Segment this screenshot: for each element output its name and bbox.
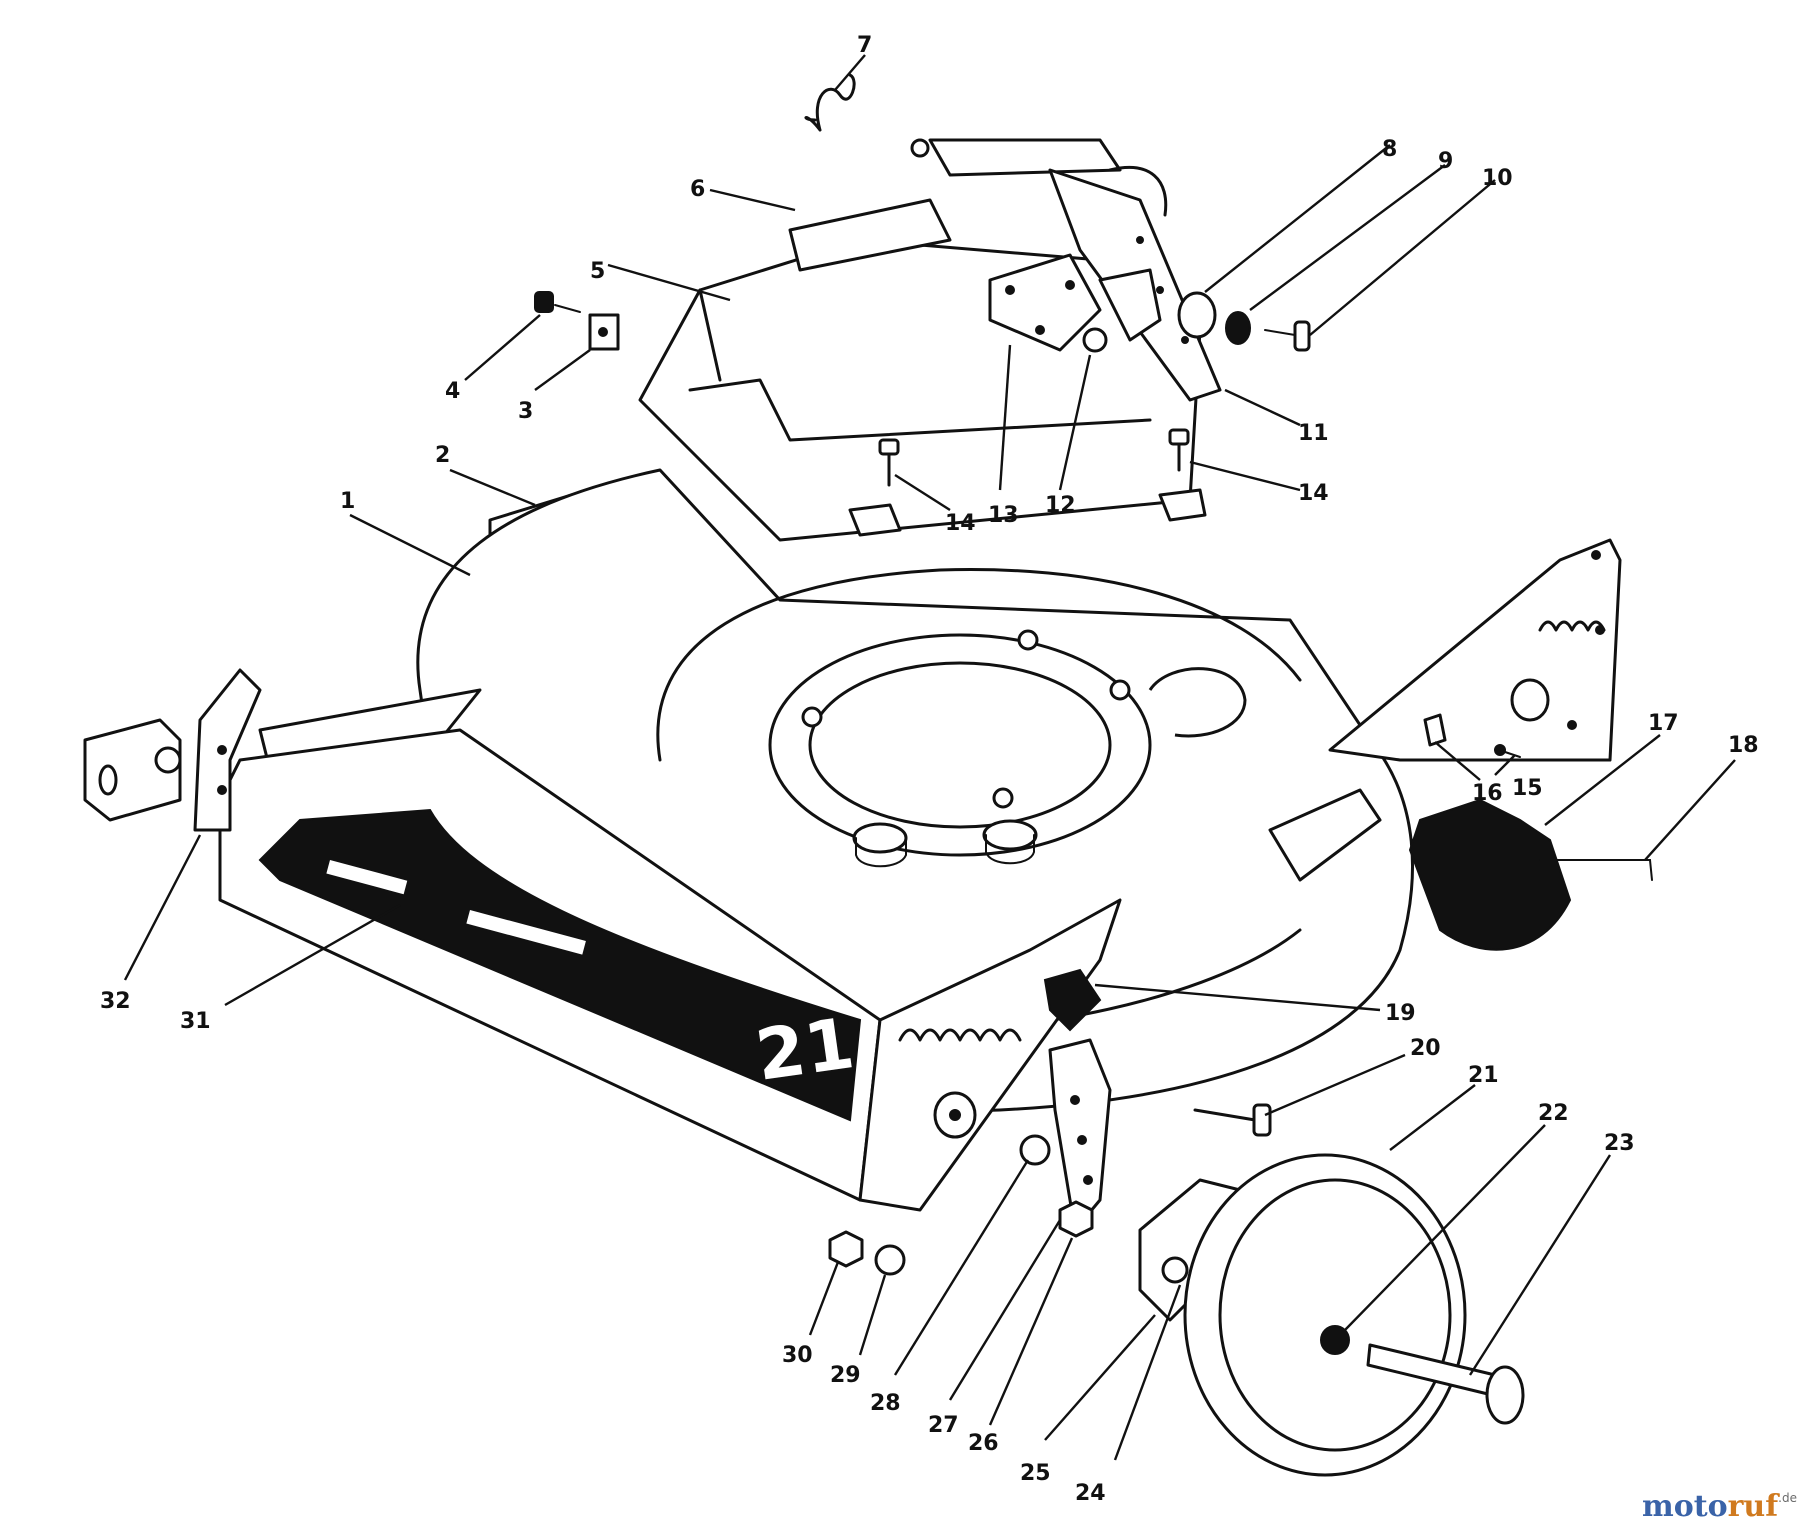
rear-lever-pivot	[1423, 713, 1521, 758]
lever-arm	[1098, 268, 1162, 342]
watermark-suffix: .de	[1778, 1491, 1797, 1505]
callout-14-left: 14	[945, 511, 976, 536]
wire-clip	[804, 73, 856, 132]
axle-bolt	[1366, 1343, 1525, 1425]
nut-26	[1058, 1200, 1094, 1238]
rear-height-bracket	[1328, 538, 1622, 762]
callout-3: 3	[518, 399, 533, 424]
callout-10: 10	[1482, 166, 1513, 191]
callout-4: 4	[445, 379, 460, 404]
callout-8: 8	[1382, 137, 1397, 162]
callout-labels: 1 2 3 4 5 6 7 8 9 10 11 12 13 14 14 15 1…	[100, 33, 1759, 1506]
bolt-20	[1193, 1103, 1272, 1137]
svg-text:motoruf.de: motoruf.de	[1642, 1489, 1797, 1524]
callout-14-right: 14	[1298, 481, 1329, 506]
callout-9: 9	[1438, 149, 1453, 174]
washer	[1225, 311, 1251, 345]
callout-13: 13	[988, 503, 1019, 528]
rear-flap	[1408, 798, 1653, 951]
callout-7: 7	[857, 33, 872, 58]
callout-21: 21	[1468, 1063, 1499, 1088]
wheel	[1183, 1153, 1467, 1477]
pivot-bushing	[1082, 327, 1108, 353]
callout-17: 17	[1648, 711, 1679, 736]
bolt-10	[1264, 320, 1311, 352]
callout-19: 19	[1385, 1001, 1416, 1026]
callout-31: 31	[180, 1009, 211, 1034]
watermark-part1: moto	[1642, 1489, 1728, 1524]
left-axle-bracket	[83, 718, 182, 822]
callout-20: 20	[1410, 1036, 1441, 1061]
callout-12: 12	[1045, 493, 1076, 518]
callout-30: 30	[782, 1343, 813, 1368]
bolt-4	[534, 291, 581, 313]
callout-2: 2	[435, 443, 450, 468]
callout-28: 28	[870, 1391, 901, 1416]
deck-size-marking: 21	[751, 1002, 859, 1097]
washer-29	[874, 1244, 906, 1276]
callout-32: 32	[100, 989, 131, 1014]
callout-26: 26	[968, 1431, 999, 1456]
callout-22: 22	[1538, 1101, 1569, 1126]
watermark-part2: ruf	[1728, 1489, 1781, 1524]
spring	[1177, 291, 1217, 339]
callout-27: 27	[928, 1413, 959, 1438]
callout-24: 24	[1075, 1481, 1106, 1506]
clip-nut	[588, 313, 620, 351]
callout-11: 11	[1298, 421, 1329, 446]
callout-23: 23	[1604, 1131, 1635, 1156]
callout-15: 15	[1512, 776, 1543, 801]
bolt-14-right	[1168, 428, 1190, 472]
front-height-lever	[1048, 1038, 1112, 1232]
lever-grip	[1043, 968, 1102, 1032]
left-height-lever	[193, 668, 262, 832]
washer-28	[1019, 1134, 1051, 1166]
callout-25: 25	[1020, 1461, 1051, 1486]
lever-plate	[988, 253, 1102, 352]
callout-18: 18	[1728, 733, 1759, 758]
leader-lines	[123, 54, 1736, 1461]
watermark-logo: motoruf.de	[1642, 1489, 1797, 1524]
bolt-14-left	[878, 438, 900, 487]
callout-1: 1	[340, 489, 355, 514]
callout-6: 6	[690, 177, 705, 202]
nut-30	[828, 1230, 864, 1268]
callout-29: 29	[830, 1363, 861, 1388]
callout-5: 5	[590, 259, 605, 284]
callout-16: 16	[1472, 781, 1503, 806]
